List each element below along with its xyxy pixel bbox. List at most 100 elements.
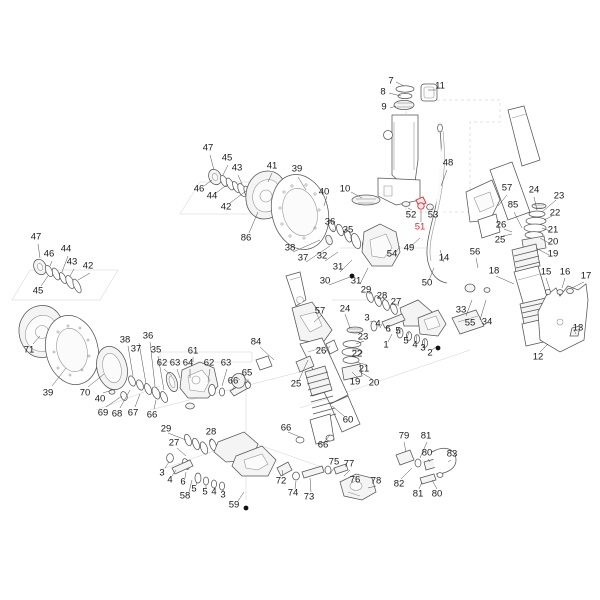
part-callout-36[interactable]: 36 bbox=[142, 330, 154, 342]
part-callout-40[interactable]: 40 bbox=[94, 393, 106, 405]
part-callout-43[interactable]: 43 bbox=[231, 162, 243, 174]
part-callout-33[interactable]: 33 bbox=[455, 304, 467, 316]
part-callout-27[interactable]: 27 bbox=[390, 296, 402, 308]
part-callout-6[interactable]: 6 bbox=[385, 323, 391, 335]
part-callout-60[interactable]: 60 bbox=[342, 414, 354, 426]
part-callout-20[interactable]: 20 bbox=[547, 236, 559, 248]
part-callout-51[interactable]: 51 bbox=[414, 221, 426, 233]
part-callout-78[interactable]: 78 bbox=[370, 475, 382, 487]
part-callout-18[interactable]: 18 bbox=[488, 265, 500, 277]
part-callout-66[interactable]: 66 bbox=[146, 409, 158, 421]
part-callout-45[interactable]: 45 bbox=[221, 152, 233, 164]
part-callout-74[interactable]: 74 bbox=[287, 487, 299, 499]
part-callout-85[interactable]: 85 bbox=[507, 199, 519, 211]
part-callout-52[interactable]: 52 bbox=[405, 209, 417, 221]
part-callout-37[interactable]: 37 bbox=[130, 343, 142, 355]
part-callout-1[interactable]: 1 bbox=[383, 339, 389, 351]
part-callout-32[interactable]: 32 bbox=[316, 250, 328, 262]
part-callout-22[interactable]: 22 bbox=[351, 348, 363, 360]
part-callout-72[interactable]: 72 bbox=[275, 475, 287, 487]
part-callout-54[interactable]: 54 bbox=[386, 248, 398, 260]
part-callout-38[interactable]: 38 bbox=[119, 334, 131, 346]
part-callout-21[interactable]: 21 bbox=[547, 224, 559, 236]
part-callout-6[interactable]: 6 bbox=[180, 476, 186, 488]
part-callout-23[interactable]: 23 bbox=[553, 190, 565, 202]
part-callout-63[interactable]: 63 bbox=[169, 357, 181, 369]
part-callout-58[interactable]: 58 bbox=[179, 490, 191, 502]
part-callout-68[interactable]: 68 bbox=[111, 408, 123, 420]
part-callout-4[interactable]: 4 bbox=[375, 318, 381, 330]
part-callout-47[interactable]: 47 bbox=[202, 142, 214, 154]
part-callout-5[interactable]: 5 bbox=[202, 486, 208, 498]
part-callout-26[interactable]: 26 bbox=[495, 219, 507, 231]
part-callout-73[interactable]: 73 bbox=[303, 491, 315, 503]
part-callout-12[interactable]: 12 bbox=[532, 351, 544, 363]
part-callout-3[interactable]: 3 bbox=[420, 342, 426, 354]
part-callout-62[interactable]: 62 bbox=[203, 357, 215, 369]
part-callout-43[interactable]: 43 bbox=[66, 256, 78, 268]
part-callout-44[interactable]: 44 bbox=[60, 243, 72, 255]
part-callout-56[interactable]: 56 bbox=[469, 246, 481, 258]
part-callout-29[interactable]: 29 bbox=[160, 423, 172, 435]
part-callout-49[interactable]: 49 bbox=[403, 242, 415, 254]
part-callout-25[interactable]: 25 bbox=[494, 234, 506, 246]
part-callout-53[interactable]: 53 bbox=[427, 209, 439, 221]
part-callout-57[interactable]: 57 bbox=[501, 182, 513, 194]
part-callout-84[interactable]: 84 bbox=[250, 336, 262, 348]
part-callout-5[interactable]: 5 bbox=[403, 335, 409, 347]
part-callout-75[interactable]: 75 bbox=[328, 456, 340, 468]
part-callout-76[interactable]: 76 bbox=[349, 474, 361, 486]
part-callout-71[interactable]: 71 bbox=[23, 344, 35, 356]
part-callout-5[interactable]: 5 bbox=[191, 483, 197, 495]
part-callout-24[interactable]: 24 bbox=[339, 303, 351, 315]
part-callout-3[interactable]: 3 bbox=[159, 467, 165, 479]
part-callout-21[interactable]: 21 bbox=[358, 363, 370, 375]
part-callout-3[interactable]: 3 bbox=[220, 489, 226, 501]
part-callout-37[interactable]: 37 bbox=[297, 252, 309, 264]
part-callout-47[interactable]: 47 bbox=[30, 231, 42, 243]
part-callout-36[interactable]: 36 bbox=[324, 216, 336, 228]
part-callout-65[interactable]: 65 bbox=[241, 367, 253, 379]
part-callout-77[interactable]: 77 bbox=[343, 458, 355, 470]
part-callout-23[interactable]: 23 bbox=[357, 331, 369, 343]
part-callout-28[interactable]: 28 bbox=[376, 290, 388, 302]
part-callout-86[interactable]: 86 bbox=[240, 232, 252, 244]
part-callout-80[interactable]: 80 bbox=[431, 488, 443, 500]
part-callout-31[interactable]: 31 bbox=[350, 275, 362, 287]
part-callout-66[interactable]: 66 bbox=[280, 422, 292, 434]
part-callout-27[interactable]: 27 bbox=[168, 437, 180, 449]
part-callout-46[interactable]: 46 bbox=[193, 183, 205, 195]
part-callout-17[interactable]: 17 bbox=[580, 270, 592, 282]
part-callout-50[interactable]: 50 bbox=[421, 277, 433, 289]
part-callout-44[interactable]: 44 bbox=[206, 190, 218, 202]
part-callout-14[interactable]: 14 bbox=[438, 252, 450, 264]
part-callout-41[interactable]: 41 bbox=[266, 160, 278, 172]
part-callout-26[interactable]: 26 bbox=[315, 345, 327, 357]
part-callout-79[interactable]: 79 bbox=[398, 430, 410, 442]
part-callout-8[interactable]: 8 bbox=[380, 86, 386, 98]
part-callout-38[interactable]: 38 bbox=[284, 242, 296, 254]
part-callout-42[interactable]: 42 bbox=[220, 201, 232, 213]
part-callout-3[interactable]: 3 bbox=[364, 312, 370, 324]
part-callout-15[interactable]: 15 bbox=[540, 266, 552, 278]
part-callout-64[interactable]: 64 bbox=[182, 357, 194, 369]
part-callout-59[interactable]: 59 bbox=[228, 499, 240, 511]
part-callout-22[interactable]: 22 bbox=[549, 207, 561, 219]
part-callout-55[interactable]: 55 bbox=[464, 317, 476, 329]
part-callout-13[interactable]: 13 bbox=[572, 322, 584, 334]
part-callout-46[interactable]: 46 bbox=[43, 248, 55, 260]
part-callout-57[interactable]: 57 bbox=[314, 305, 326, 317]
part-callout-63[interactable]: 63 bbox=[220, 357, 232, 369]
part-callout-40[interactable]: 40 bbox=[318, 186, 330, 198]
part-callout-20[interactable]: 20 bbox=[368, 377, 380, 389]
part-callout-19[interactable]: 19 bbox=[349, 376, 361, 388]
part-callout-10[interactable]: 10 bbox=[339, 183, 351, 195]
part-callout-11[interactable]: 11 bbox=[435, 80, 445, 92]
part-callout-30[interactable]: 30 bbox=[319, 275, 331, 287]
part-callout-5[interactable]: 5 bbox=[395, 325, 401, 337]
part-callout-81[interactable]: 81 bbox=[412, 488, 424, 500]
part-callout-16[interactable]: 16 bbox=[559, 266, 571, 278]
part-callout-24[interactable]: 24 bbox=[528, 184, 540, 196]
part-callout-19[interactable]: 19 bbox=[547, 248, 559, 260]
part-callout-42[interactable]: 42 bbox=[82, 260, 94, 272]
